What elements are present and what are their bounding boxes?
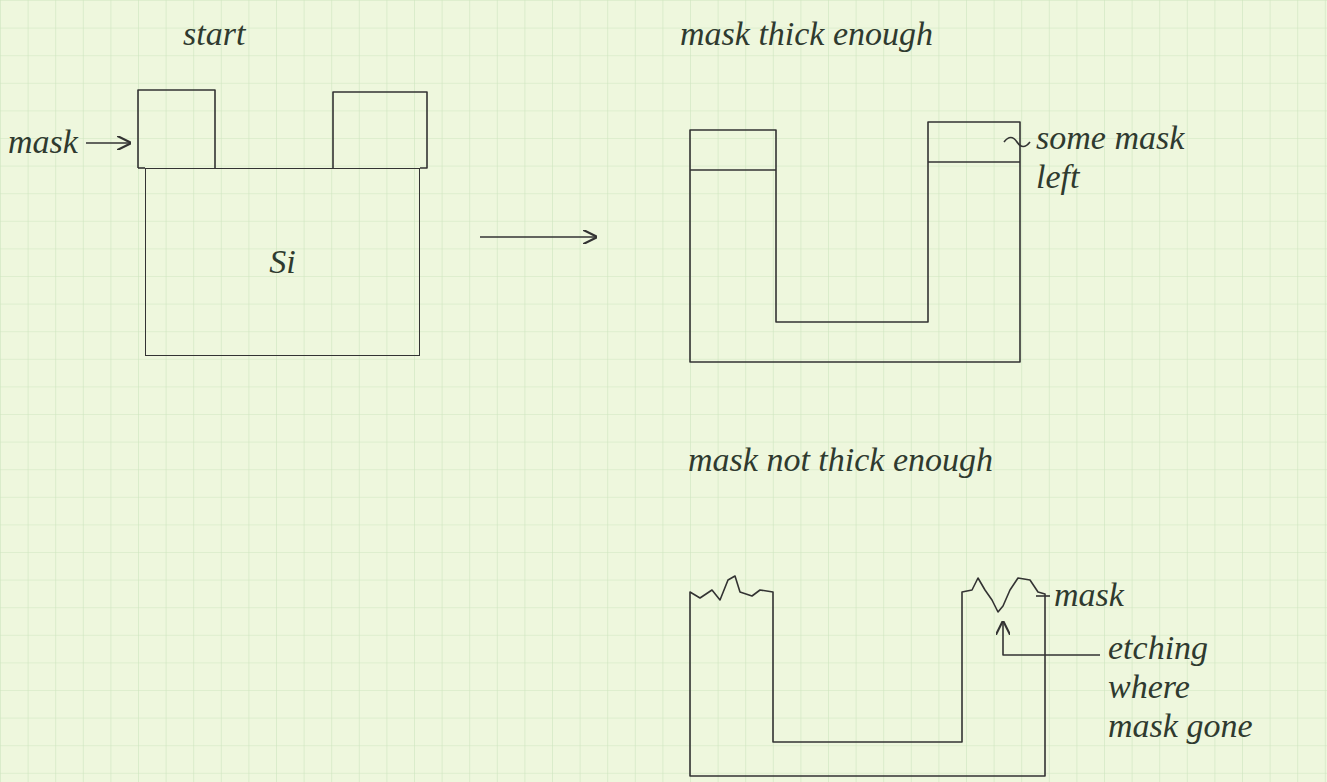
mask-boundary bbox=[690, 169, 776, 171]
mask-block bbox=[138, 90, 215, 168]
leader-line bbox=[1036, 595, 1050, 597]
annotation-label: etching where mask gone bbox=[1108, 628, 1268, 745]
mask-boundary bbox=[928, 161, 1020, 163]
leader-line bbox=[1004, 138, 1030, 147]
annotation-label: mask bbox=[8, 122, 78, 161]
etched-silicon bbox=[690, 576, 1045, 776]
silicon-block: Si bbox=[145, 168, 420, 356]
annotation-label: some mask left bbox=[1036, 118, 1236, 196]
process-arrow bbox=[480, 236, 596, 238]
annotation-label: start bbox=[183, 14, 245, 53]
annotation-label: mask thick enough bbox=[680, 14, 933, 53]
etched-silicon bbox=[690, 122, 1020, 362]
mask-block bbox=[333, 92, 427, 168]
mask-edge bbox=[138, 167, 145, 169]
leader-arrow bbox=[1003, 622, 1100, 655]
mask-pointer bbox=[86, 142, 130, 144]
annotation-label: mask not thick enough bbox=[688, 440, 993, 479]
annotation-label: mask bbox=[1054, 575, 1124, 614]
material-label: Si bbox=[269, 243, 295, 281]
